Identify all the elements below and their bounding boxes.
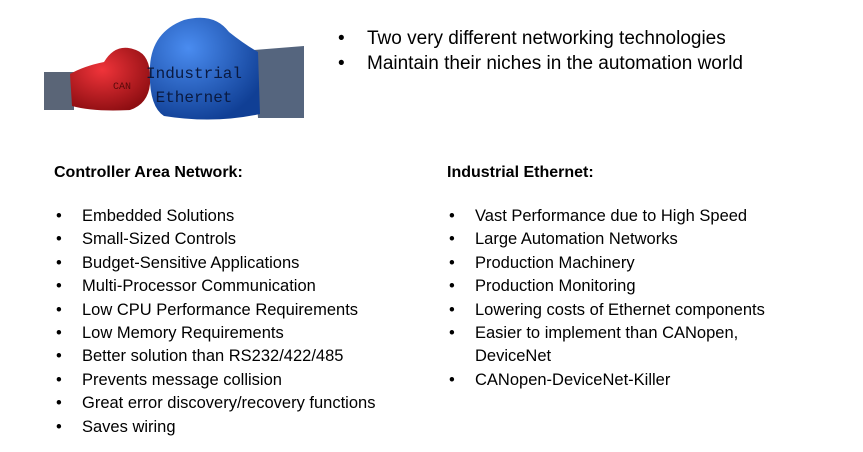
list-item: Low Memory Requirements [54,322,434,346]
top-bullets: Two very different networking technologi… [338,26,743,76]
list-item: Large Automation Networks [447,228,797,252]
svg-text:Industrial: Industrial [146,65,242,83]
list-item: Easier to implement than CANopen, Device… [447,322,765,369]
list-item: Vast Performance due to High Speed [447,205,797,229]
list-item: Great error discovery/recovery functions [54,392,434,416]
list-item: CANopen-DeviceNet-Killer [447,369,797,393]
list-item: Low CPU Performance Requirements [54,299,434,323]
list-item: Small-Sized Controls [54,228,434,252]
list-item: Embedded Solutions [54,205,434,229]
red-glove [70,47,151,111]
list-item: Budget-Sensitive Applications [54,252,434,276]
svg-text:Ethernet: Ethernet [156,89,233,107]
svg-text:CAN: CAN [113,82,131,93]
can-heading: Controller Area Network: [54,164,243,181]
list-item: Prevents message collision [54,369,434,393]
ethernet-heading: Industrial Ethernet: [447,164,594,181]
can-column: Controller Area Network: Embedded Soluti… [54,163,434,439]
ethernet-column: Industrial Ethernet: Vast Performance du… [447,163,797,393]
list-item: Production Machinery [447,252,797,276]
blue-glove [149,17,260,120]
list-item: Lowering costs of Ethernet components [447,299,797,323]
bullet: Two very different networking technologi… [338,26,743,51]
list-item: Saves wiring [54,416,434,440]
list-item: Multi-Processor Communication [54,275,434,299]
can-list: Embedded Solutions Small-Sized Controls … [54,205,434,439]
list-item: Better solution than RS232/422/485 [54,345,434,369]
right-sleeve [254,46,304,118]
ethernet-list: Vast Performance due to High Speed Large… [447,205,797,393]
boxing-gloves-image: CAN Industrial Ethernet [44,17,304,120]
bullet: Maintain their niches in the automation … [338,51,743,76]
list-item: Production Monitoring [447,275,797,299]
left-sleeve [44,72,74,110]
